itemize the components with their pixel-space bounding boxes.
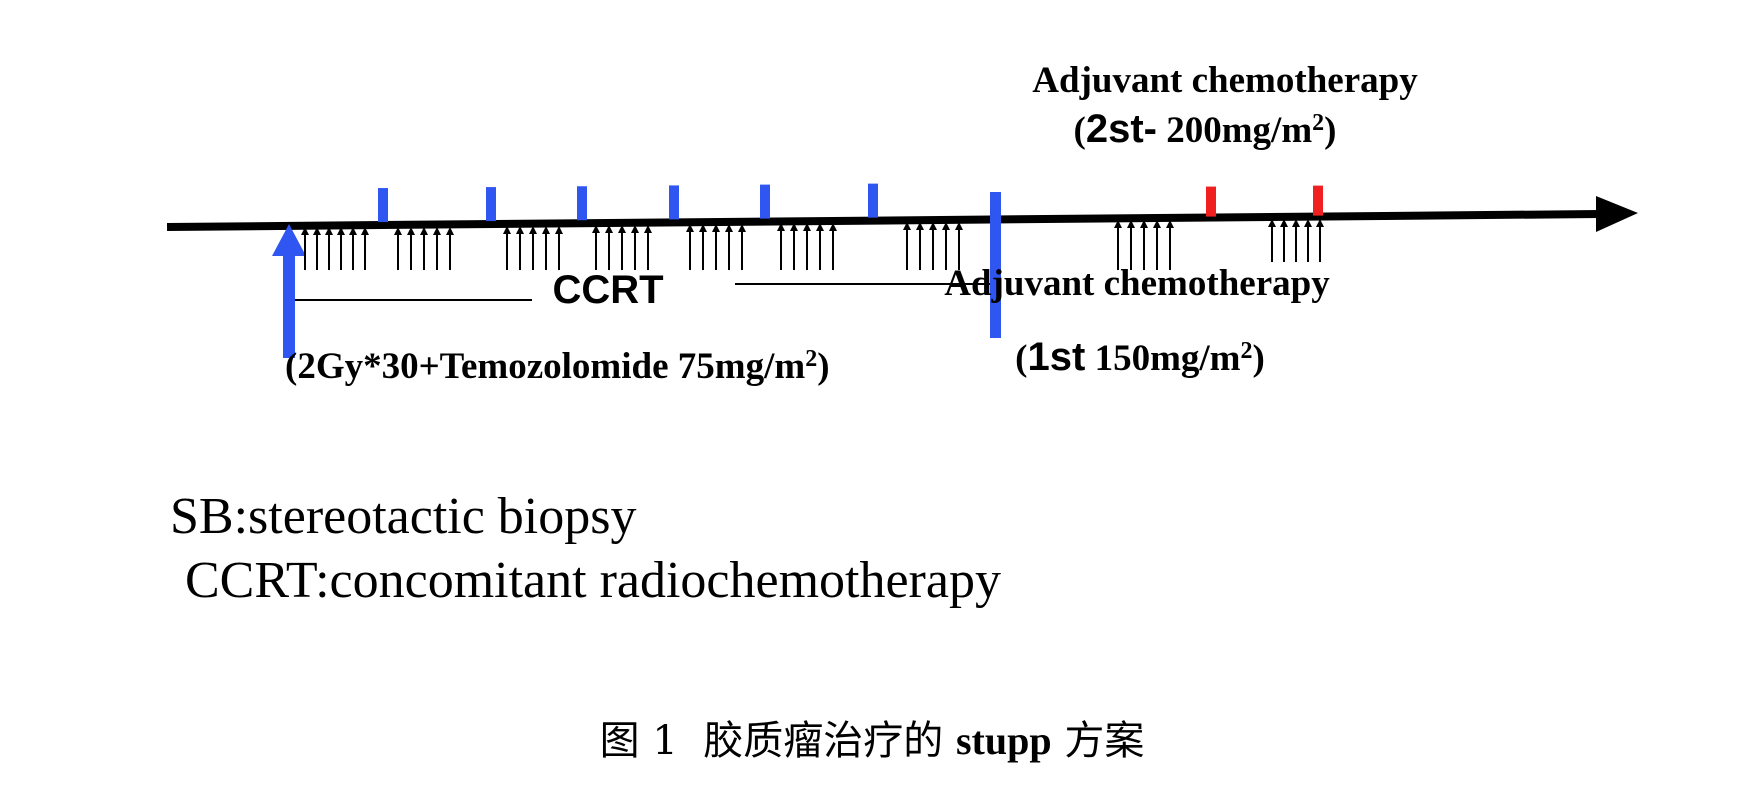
adjuvant-1-dose-arrow-head-5	[1166, 220, 1174, 228]
ccrt-dose-arrow-w7-head-5	[955, 222, 963, 230]
ccrt-dose-arrow-w6-head-4	[816, 223, 824, 231]
adjuvant-2-dose-arrow-head-3	[1292, 219, 1300, 227]
adjuvant-2-dose-arrow-head-5	[1316, 219, 1324, 227]
adjuvant-1-dose-prefix: 150mg/m	[1085, 338, 1240, 379]
adjuvant-2-dose-arrow-head-2	[1280, 219, 1288, 227]
sb-start-arrow-shaft	[283, 252, 295, 358]
timeline-arrowhead	[1596, 196, 1638, 232]
ccrt-dose-arrow-w3-head-4	[542, 226, 550, 234]
adjuvant-2-dose-arrow-head-1	[1268, 219, 1276, 227]
ccrt-week-marker-6	[868, 183, 878, 218]
legend-sb: SB:stereotactic biopsy	[170, 488, 637, 545]
ccrt-dose-arrow-w2-head-2	[407, 227, 415, 235]
ccrt-dose-arrow-w6-head-3	[803, 223, 811, 231]
ccrt-dose-arrow-w2-head-5	[446, 227, 454, 235]
ccrt-dose-arrow-w6-head-1	[777, 223, 785, 231]
adjuvant-1-dose-arrow-head-1	[1114, 220, 1122, 228]
ccrt-dose-arrow-w7-head-3	[929, 222, 937, 230]
ccrt-end-bar	[990, 192, 1001, 338]
caption-bold-word: stupp	[955, 718, 1052, 763]
ccrt-dose-arrow-w2-head-3	[420, 227, 428, 235]
ccrt-dose-arrow-w4-head-2	[605, 225, 613, 233]
adjuvant-2-close-paren: )	[1324, 110, 1336, 151]
ccrt-dose-arrow-w4-head-1	[592, 225, 600, 233]
ccrt-week-marker-3	[577, 186, 587, 221]
adjuvant-1-dose-arrow-head-2	[1127, 220, 1135, 228]
ccrt-dose-arrow-w5-head-3	[712, 224, 720, 232]
ccrt-dose-arrow-w3-head-2	[516, 226, 524, 234]
ccrt-dose-arrow-w1-head-3	[325, 227, 333, 235]
caption-text-before: 胶质瘤治疗的	[703, 718, 944, 764]
ccrt-dose-arrow-w7-head-1	[903, 222, 911, 230]
ccrt-dose-arrow-w1-head-4	[337, 227, 345, 235]
ccrt-dose-arrow-w3-head-1	[503, 226, 511, 234]
ccrt-detail-sup: 2	[805, 346, 817, 372]
ccrt-dose-arrow-w6-head-5	[829, 223, 837, 231]
ccrt-detail: (2Gy*30+Temozolomide 75mg/m2)	[285, 346, 830, 387]
ccrt-dose-arrow-w2-head-4	[433, 227, 441, 235]
ccrt-week-marker-5	[760, 184, 770, 219]
caption-figure-label: 图 1	[599, 718, 678, 764]
ccrt-dose-arrow-w4-head-5	[644, 225, 652, 233]
ccrt-detail-suffix: )	[817, 346, 829, 387]
ccrt-detail-prefix: (2Gy*30+Temozolomide 75mg/m	[285, 346, 805, 387]
timeline-axis	[166, 210, 1601, 231]
adjuvant-1-dose-arrow-head-4	[1153, 220, 1161, 228]
ccrt-dose-arrow-w6-head-2	[790, 223, 798, 231]
ccrt-dose-arrow-w3-head-5	[555, 226, 563, 234]
adjuvant-2-dose-sup: 2	[1312, 110, 1324, 136]
ccrt-dose-arrow-w5-head-2	[699, 224, 707, 232]
adjuvant-2-dose-arrow-head-4	[1304, 219, 1312, 227]
ccrt-dose-arrow-w5-head-4	[725, 224, 733, 232]
adjuvant-1-title: Adjuvant chemotherapy	[944, 263, 1330, 304]
caption-text-after: 方案	[1064, 718, 1145, 764]
adjuvant-1-dose-arrow-head-3	[1140, 220, 1148, 228]
legend-ccrt: CCRT:concomitant radiochemotherapy	[185, 552, 1001, 609]
ccrt-dose-arrow-w1-head-6	[361, 227, 369, 235]
ccrt-dose-arrow-w5-head-5	[738, 224, 746, 232]
ccrt-dose-arrow-w5-head-1	[686, 224, 694, 232]
ccrt-dose-arrow-w4-head-4	[631, 225, 639, 233]
ccrt-dose-arrow-w7-head-4	[942, 222, 950, 230]
adjuvant-cycle-marker-2	[1313, 185, 1323, 216]
ccrt-dose-arrow-w1-head-2	[313, 227, 321, 235]
ccrt-dose-arrow-w7-head-2	[916, 222, 924, 230]
sb-start-arrow-head	[272, 224, 306, 256]
adjuvant-1-open-paren: (	[1015, 338, 1027, 379]
ccrt-label: CCRT	[552, 268, 663, 312]
adjuvant-1-cycle: 1st	[1028, 335, 1086, 379]
ccrt-dose-arrow-w1-head-1	[301, 227, 309, 235]
adjuvant-2-dose-prefix: 200mg/m	[1157, 110, 1312, 151]
adjuvant-1-close-paren: )	[1253, 338, 1265, 379]
figure-caption: 图 1 胶质瘤治疗的 stupp 方案	[0, 708, 1744, 766]
ccrt-week-marker-2	[486, 187, 496, 222]
adjuvant-cycle-marker-1	[1206, 186, 1216, 217]
ccrt-dose-arrow-w3-head-3	[529, 226, 537, 234]
ccrt-week-marker-1	[378, 188, 388, 223]
timeline-marks	[166, 183, 1638, 358]
adjuvant-2-title: Adjuvant chemotherapy	[1032, 60, 1418, 101]
ccrt-dose-arrow-w2-head-1	[394, 227, 402, 235]
ccrt-dose-arrow-w4-head-3	[618, 225, 626, 233]
adjuvant-2-cycle: 2st-	[1086, 107, 1157, 151]
ccrt-week-marker-4	[669, 185, 679, 220]
adjuvant-1-dose-sup: 2	[1241, 338, 1253, 364]
adjuvant-1-dose: (1st 150mg/m2)	[1015, 335, 1265, 379]
adjuvant-2-open-paren: (	[1074, 110, 1086, 151]
ccrt-dose-arrow-w1-head-5	[349, 227, 357, 235]
adjuvant-2-dose: (2st- 200mg/m2)	[1074, 107, 1337, 151]
